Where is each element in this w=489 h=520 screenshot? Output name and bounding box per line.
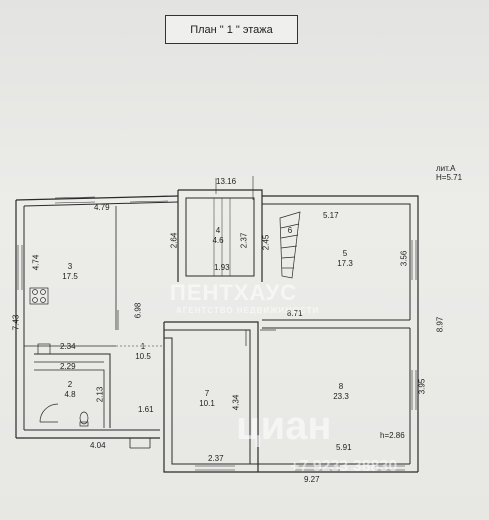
dim-237b: 2.37 [208, 454, 224, 463]
dimension-ticks [215, 176, 254, 200]
room-2-number: 2 [67, 380, 73, 389]
room-5-number: 5 [342, 249, 348, 258]
dim-left-total: 7.43 [11, 314, 21, 331]
dim-474: 4.74 [31, 254, 41, 271]
dim-871: 8.71 [287, 309, 303, 318]
dim-right-total: 8.97 [435, 316, 445, 333]
dim-434: 4.34 [231, 394, 241, 411]
dim-264: 2.64 [169, 232, 179, 249]
stove-icon [29, 287, 49, 305]
wall-room4-outer [178, 189, 263, 282]
dim-395: 3.95 [417, 378, 427, 395]
room-4-number: 4 [215, 226, 221, 235]
room-1-area: 10.5 [135, 352, 151, 361]
dim-356: 3.56 [399, 250, 409, 267]
dim-bottom-total: 9.27 [304, 475, 320, 484]
sink-icon [37, 343, 89, 427]
dim-404: 4.04 [90, 441, 106, 450]
wall-room7-outer [164, 321, 259, 472]
wall-room2 [34, 353, 111, 428]
room-7-label: 7 10.1 [196, 389, 218, 409]
room-8-area: 23.3 [333, 392, 349, 401]
door-arcs [39, 310, 276, 423]
room-4-label: 4 4.6 [207, 226, 229, 246]
dim-237: 2.37 [239, 232, 249, 249]
room-3-number: 3 [67, 262, 73, 271]
room-7-number: 7 [204, 389, 210, 398]
room-6-label: 6 [283, 226, 297, 236]
wall-bottom-right [163, 322, 418, 473]
room-2-label: 2 4.8 [59, 380, 81, 400]
tower-window-ticks [213, 198, 231, 276]
lit-letter: лит.А [436, 164, 456, 173]
room-5-label: 5 17.3 [334, 249, 356, 269]
room-3-label: 3 17.5 [59, 262, 81, 282]
dim-193: 1.93 [214, 263, 230, 272]
dim-479: 4.79 [94, 203, 110, 212]
room-2-area: 4.8 [64, 390, 76, 399]
room-3-area: 17.5 [62, 272, 78, 281]
entrance-step [129, 438, 151, 449]
wall-room2-inner2 [34, 369, 105, 428]
plan-title: План " 1 " этажа [165, 15, 298, 44]
room-1-number: 1 [140, 342, 146, 351]
building-height: Н=5.71 [436, 173, 463, 182]
dim-591: 5.91 [336, 443, 352, 452]
stairs-symbol [279, 211, 301, 279]
room-6-number: 6 [287, 226, 293, 235]
dim-213: 2.13 [95, 386, 105, 403]
room-5-area: 17.3 [337, 259, 353, 268]
building-letter-label: лит.А Н=5.71 [436, 164, 462, 182]
windows [17, 195, 417, 471]
dim-234: 2.34 [60, 342, 76, 351]
dim-698: 6.98 [133, 302, 143, 319]
room-4-area: 4.6 [212, 236, 224, 245]
wall-room4-inner [185, 197, 255, 277]
dim-229: 2.29 [60, 362, 76, 371]
ceiling-height: h=2.86 [380, 431, 405, 440]
wall-top-left-inner [23, 201, 179, 207]
dim-161: 1.61 [138, 405, 154, 414]
dim-517: 5.17 [323, 211, 339, 220]
room-8-label: 8 23.3 [330, 382, 352, 402]
dim-top-total: 13.16 [216, 177, 237, 186]
room-1-label: 1 10.5 [132, 342, 154, 362]
dim-245: 2.45 [261, 234, 271, 251]
room-7-area: 10.1 [199, 399, 215, 408]
room-8-number: 8 [338, 382, 344, 391]
